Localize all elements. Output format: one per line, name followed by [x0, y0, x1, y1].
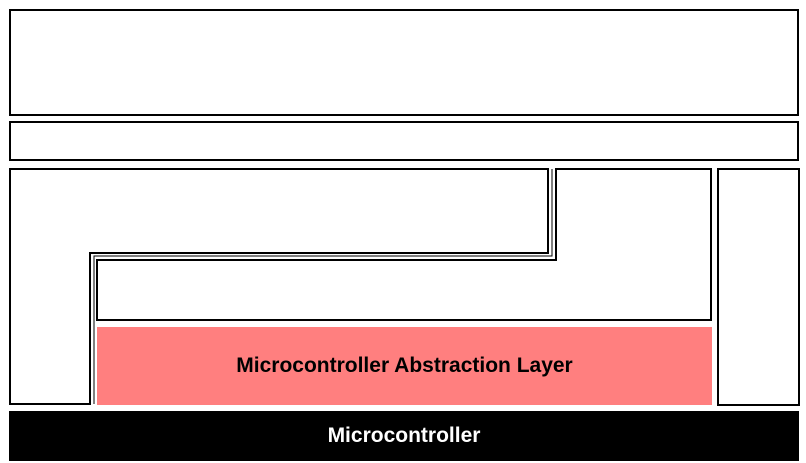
microcontroller-layer-box: Microcontroller	[9, 411, 799, 461]
rte-layer-box	[9, 121, 799, 161]
services-layer-box	[9, 168, 549, 405]
ecu-abstraction-layer-outer-line	[93, 169, 553, 404]
microcontroller-layer-label: Microcontroller	[327, 424, 481, 447]
complex-drivers-box	[717, 168, 800, 406]
application-layer-box	[9, 9, 799, 116]
mcal-layer-label: Microcontroller Abstraction Layer	[236, 354, 573, 377]
mcal-layer-box: Microcontroller Abstraction Layer	[97, 327, 712, 405]
ecu-abstraction-layer-box	[96, 168, 712, 321]
